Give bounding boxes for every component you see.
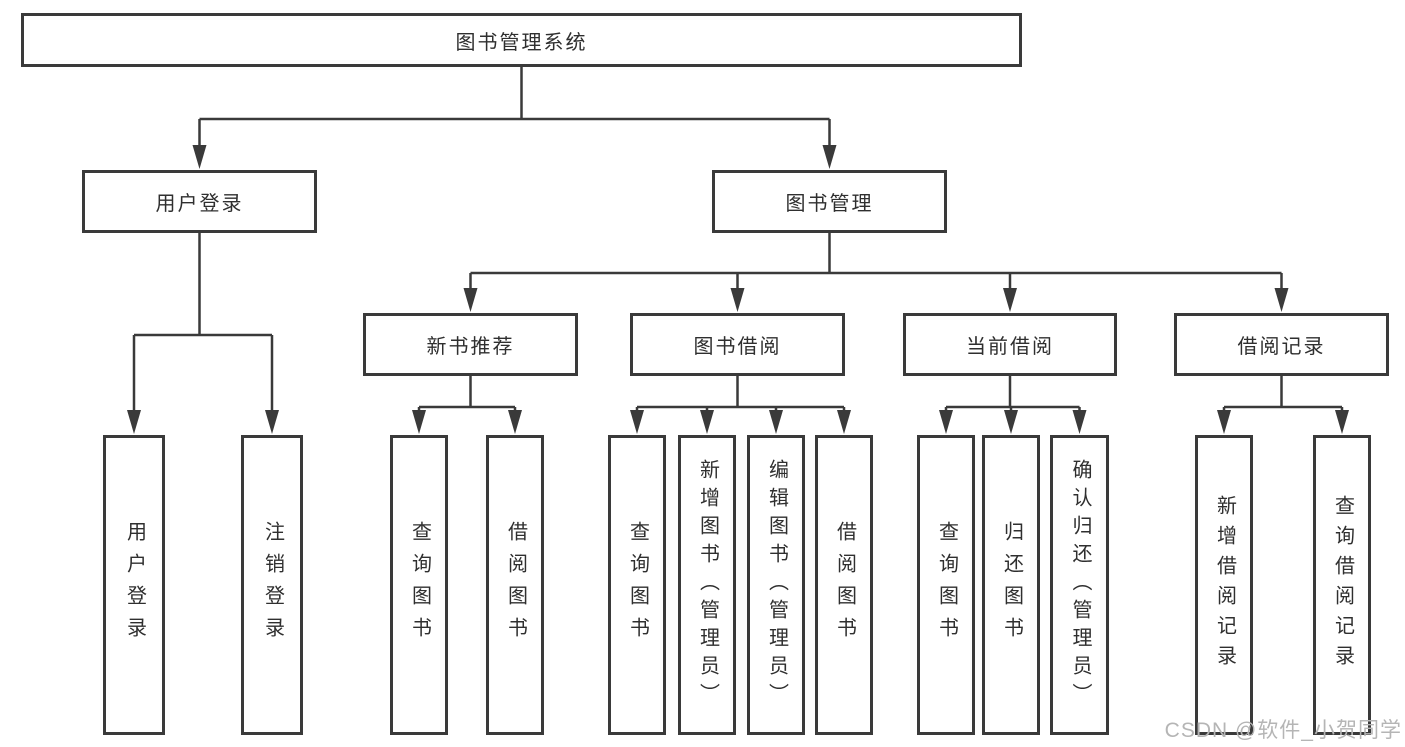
leaf-records-add-record: 新增借阅记录 xyxy=(1195,435,1253,735)
leaf-records-add-record-label: 新增借阅记录 xyxy=(1213,495,1236,675)
leaf-current-return-books: 归还图书 xyxy=(982,435,1040,735)
leaf-logout-label: 注销登录 xyxy=(261,521,284,649)
leaf-borrowing-borrow-books-label: 借阅图书 xyxy=(833,521,856,649)
leaf-borrowing-edit-books-admin-label: 编辑图书（管理员） xyxy=(765,459,788,711)
watermark: CSDN @软件_小贺同学 xyxy=(1164,719,1402,742)
leaf-newbook-borrow-books: 借阅图书 xyxy=(486,435,544,735)
leaf-borrowing-query-books: 查询图书 xyxy=(608,435,666,735)
leaf-borrowing-add-books-admin: 新增图书（管理员） xyxy=(678,435,736,735)
node-root-label: 图书管理系统 xyxy=(455,31,588,54)
leaf-borrowing-query-books-label: 查询图书 xyxy=(626,521,649,649)
leaf-records-query-record: 查询借阅记录 xyxy=(1313,435,1371,735)
node-current-borrowing-label: 当前借阅 xyxy=(966,336,1054,358)
leaf-current-confirm-return-admin-label: 确认归还（管理员） xyxy=(1069,459,1091,711)
node-user-login: 用户登录 xyxy=(82,170,317,233)
leaf-current-confirm-return-admin: 确认归还（管理员） xyxy=(1050,435,1109,735)
leaf-newbook-borrow-books-label: 借阅图书 xyxy=(504,521,527,649)
leaf-newbook-query-books: 查询图书 xyxy=(390,435,448,735)
connector-bookmgmt-split xyxy=(469,233,1283,295)
leaf-logout: 注销登录 xyxy=(241,435,303,735)
node-book-management: 图书管理 xyxy=(712,170,947,233)
leaf-current-query-books-label: 查询图书 xyxy=(935,521,958,649)
leaf-current-query-books: 查询图书 xyxy=(917,435,975,735)
node-borrowing-records: 借阅记录 xyxy=(1174,313,1389,376)
connector-newbook-split xyxy=(417,376,517,417)
connector-records-split xyxy=(1222,376,1344,417)
leaf-user-login: 用户登录 xyxy=(103,435,165,735)
connector-borrowing-split xyxy=(635,376,846,417)
leaf-user-login-label: 用户登录 xyxy=(123,521,146,649)
leaf-newbook-query-books-label: 查询图书 xyxy=(408,521,431,649)
arrowhead-icons xyxy=(127,145,1349,434)
leaf-borrowing-edit-books-admin: 编辑图书（管理员） xyxy=(747,435,805,735)
node-borrowing-records-label: 借阅记录 xyxy=(1237,336,1326,358)
leaf-records-query-record-label: 查询借阅记录 xyxy=(1331,495,1354,675)
node-new-book-recommend: 新书推荐 xyxy=(363,313,578,376)
leaf-current-return-books-label: 归还图书 xyxy=(1000,521,1023,649)
node-user-login-label: 用户登录 xyxy=(155,193,244,215)
connector-root-split xyxy=(198,67,831,152)
connector-userlogin-split xyxy=(132,233,274,417)
node-current-borrowing: 当前借阅 xyxy=(903,313,1117,376)
leaf-borrowing-borrow-books: 借阅图书 xyxy=(815,435,873,735)
node-root: 图书管理系统 xyxy=(21,13,1022,67)
node-book-management-label: 图书管理 xyxy=(785,193,874,215)
node-book-borrowing: 图书借阅 xyxy=(630,313,845,376)
node-book-borrowing-label: 图书借阅 xyxy=(693,336,782,358)
leaf-borrowing-add-books-admin-label: 新增图书（管理员） xyxy=(696,459,719,711)
node-new-book-recommend-label: 新书推荐 xyxy=(426,336,515,358)
